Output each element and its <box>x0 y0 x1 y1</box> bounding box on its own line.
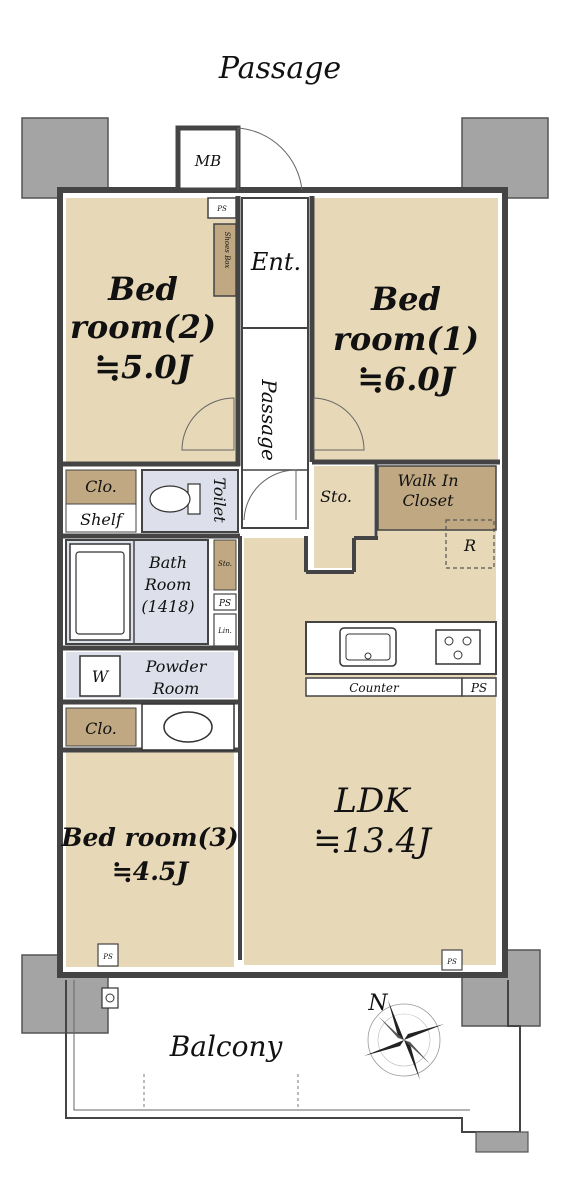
linen-closet <box>213 613 237 647</box>
refrigerator-space <box>445 519 495 569</box>
walk-in-label-2: Closet <box>402 491 454 510</box>
refrigerator-label: R <box>463 536 476 555</box>
ps-label-5: PS <box>446 958 457 966</box>
bedroom-2-area: ≒5.0J <box>94 348 193 386</box>
ps-box-3 <box>461 677 497 697</box>
bedroom-1-subtitle: room(1) <box>333 320 479 358</box>
washbasin-icon <box>141 703 235 751</box>
mb-label: MB <box>194 152 221 170</box>
outdoor-faucet-icon <box>101 987 119 1009</box>
sink-icon <box>339 627 397 667</box>
ldk-area: ≒13.4J <box>313 821 433 861</box>
bedroom-1-area: ≒6.0J <box>357 360 456 398</box>
ldk-floor <box>244 518 496 965</box>
linen-label: Lin. <box>217 627 232 635</box>
bedroom-2-title: Bed <box>107 270 178 308</box>
passage-outside-label: Passage <box>218 51 341 86</box>
ps-box-5 <box>441 949 463 971</box>
stove-icon <box>435 629 481 665</box>
powder-label-2: Room <box>152 679 199 698</box>
ps-box-1 <box>207 197 237 219</box>
closet-1-label: Clo. <box>85 477 117 496</box>
bedroom-2-floor <box>66 198 236 464</box>
bath-label-2: Room <box>144 575 191 594</box>
storage-label: Sto. <box>320 487 352 506</box>
pillar-top-right <box>461 117 549 199</box>
storage-small <box>213 539 237 591</box>
closet-1 <box>65 469 137 505</box>
ps-label-3: PS <box>470 681 487 695</box>
shelf <box>65 503 137 533</box>
bedroom-2-subtitle: room(2) <box>70 308 216 346</box>
passage-inner-label: Passage <box>257 378 281 461</box>
ps-label-1: PS <box>216 205 227 213</box>
toilet-icon <box>149 483 201 515</box>
compass-rose-icon <box>364 1000 444 1080</box>
entrance-corridor <box>241 197 309 529</box>
walk-in-closet <box>377 465 497 531</box>
toilet-label: Toilet <box>210 477 229 523</box>
bedroom-3-area: ≒4.5J <box>112 857 190 886</box>
bathtub-icon <box>69 543 131 641</box>
walk-in-label-1: Walk In <box>397 471 458 490</box>
entrance-label: Ent. <box>250 248 301 276</box>
ps-label-2: PS <box>218 599 231 609</box>
bedroom-1-title: Bed <box>370 280 441 318</box>
compass-north-label: N <box>367 991 388 1016</box>
balcony-label: Balcony <box>169 1030 284 1063</box>
bedroom-3-floor <box>66 752 234 967</box>
bath-label-3: (1418) <box>141 597 194 616</box>
balcony-outline <box>65 980 521 1133</box>
closet-2-label: Clo. <box>85 719 117 738</box>
counter-label: Counter <box>349 681 400 695</box>
ps-box-2 <box>213 593 237 611</box>
bath-label-1: Bath <box>148 553 187 572</box>
shoes-box <box>213 223 237 297</box>
shoes-box-label: Shoes Box <box>223 232 231 269</box>
ps-box-4 <box>97 943 119 967</box>
washer-label: W <box>92 667 110 686</box>
bedroom-3-title: Bed room(3) <box>60 823 238 852</box>
powder-label-1: Powder <box>145 657 208 676</box>
storage-small-label: Sto. <box>218 560 232 568</box>
ps-label-4: PS <box>102 953 113 961</box>
shelf-label: Shelf <box>80 510 125 529</box>
bedroom-1-floor <box>314 198 498 460</box>
closet-2 <box>65 707 137 747</box>
ldk-title: LDK <box>333 781 412 821</box>
storage-floor <box>314 466 374 568</box>
pillar-top-left <box>21 117 109 199</box>
washer-space <box>79 655 121 697</box>
